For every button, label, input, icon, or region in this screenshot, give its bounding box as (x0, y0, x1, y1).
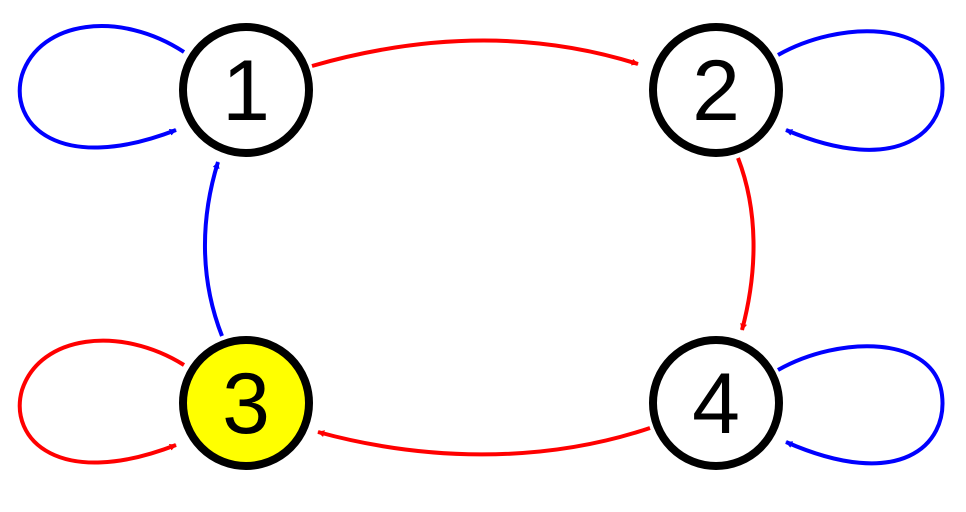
node-2[interactable]: 2 (649, 23, 783, 157)
edges (17, 24, 945, 466)
node-1-label: 1 (222, 43, 270, 139)
node-4[interactable]: 4 (649, 336, 783, 470)
node-4-label: 4 (692, 356, 740, 452)
edge-1-to-1 (17, 24, 186, 150)
edge-1-to-2 (311, 38, 639, 68)
edge-2-to-4 (736, 157, 756, 331)
edge-3-to-1 (203, 161, 224, 337)
edge-4-to-3 (317, 426, 651, 457)
node-2-circle (649, 23, 783, 157)
edge-3-to-3 (17, 338, 186, 465)
node-3[interactable]: 3 (179, 336, 313, 470)
node-1-circle (179, 23, 313, 157)
node-3-circle (179, 336, 313, 470)
edge-4-to-4 (777, 344, 945, 466)
node-2-label: 2 (692, 43, 740, 139)
edge-2-to-2 (777, 29, 945, 152)
node-3-label: 3 (222, 356, 270, 452)
node-4-circle (649, 336, 783, 470)
node-1[interactable]: 1 (179, 23, 313, 157)
